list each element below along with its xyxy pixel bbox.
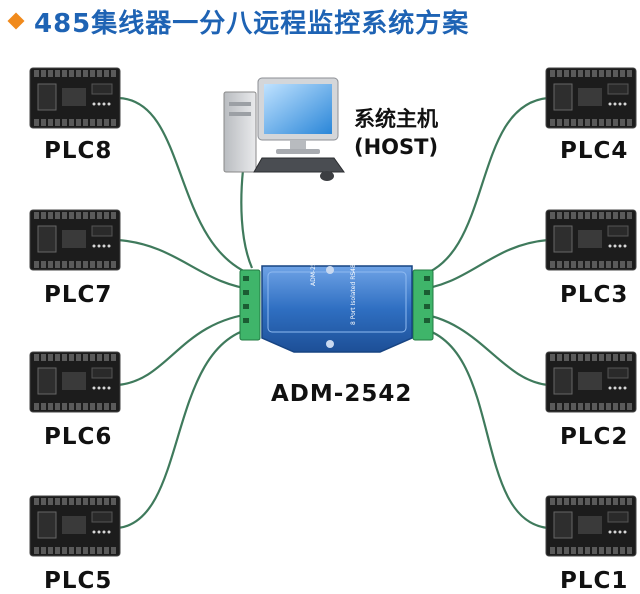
plc6-board-icon (29, 351, 121, 413)
cable-plc8 (117, 96, 259, 279)
cable-host (240, 169, 254, 269)
cable-plc4 (414, 96, 549, 279)
plc-board-layer (29, 67, 637, 557)
cables (117, 96, 549, 530)
cable-plc1 (414, 325, 549, 530)
plc3-label: PLC3 (560, 282, 629, 308)
diagram-title: 485集线器一分八远程监控系统方案 (6, 4, 470, 39)
cable-plc3 (414, 238, 549, 292)
plc7-board-icon (29, 209, 121, 271)
plc5-board-icon (29, 495, 121, 557)
plc6-label: PLC6 (44, 424, 113, 450)
plc3-board-icon (545, 209, 637, 271)
host-label-line2: (HOST) (354, 135, 439, 159)
host-label-line1: 系统主机 (354, 107, 438, 131)
plc4-label: PLC4 (560, 138, 629, 164)
plc7-label: PLC7 (44, 282, 113, 308)
plc2-board-icon (545, 351, 637, 413)
plc8-board-icon (29, 67, 121, 129)
plc2-label: PLC2 (560, 424, 629, 450)
cable-plc7 (117, 238, 259, 292)
plc4-board-icon (545, 67, 637, 129)
hub-printed-model: ADM-2542 (310, 254, 317, 286)
hub-device-icon: ADM-2542 8 Port Isolated RS485 HUB (239, 245, 434, 353)
host-computer-icon (223, 77, 345, 181)
cable-plc2 (414, 311, 549, 387)
plc5-label: PLC5 (44, 568, 113, 594)
title-text: 485集线器一分八远程监控系统方案 (34, 8, 470, 39)
hub-printed-text: 8 Port Isolated RS485 HUB (350, 245, 357, 325)
cable-plc6 (117, 311, 259, 387)
cable-plc5 (117, 325, 259, 530)
plc1-board-icon (545, 495, 637, 557)
plc1-label: PLC1 (560, 568, 629, 594)
plc8-label: PLC8 (44, 138, 113, 164)
hub-model-label: ADM-2542 (271, 381, 413, 407)
